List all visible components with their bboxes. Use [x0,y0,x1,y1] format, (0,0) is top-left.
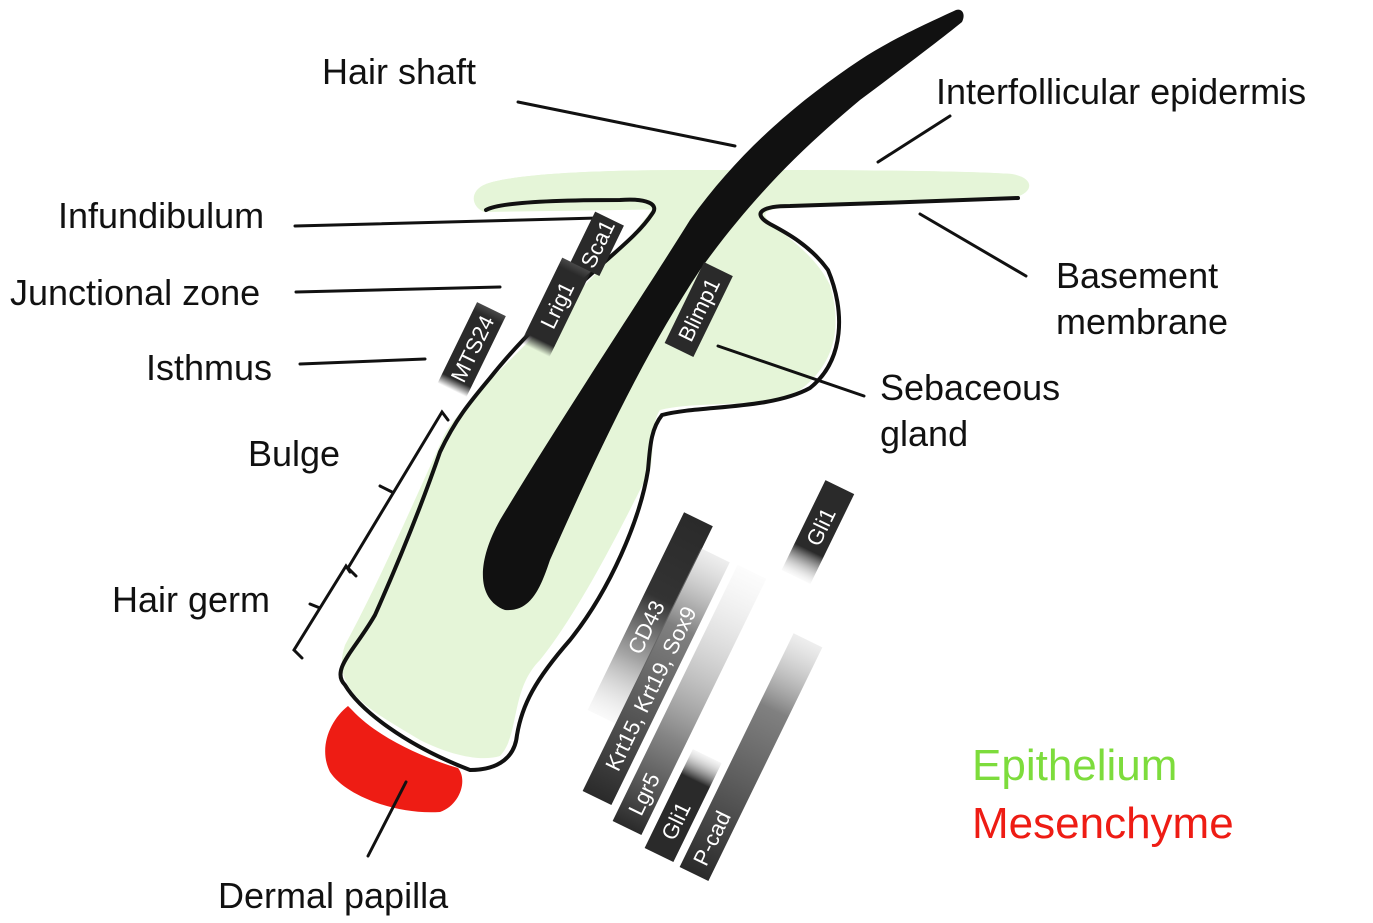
sebaceous-gland-label-line2: gland [880,413,968,454]
isthmus-label: Isthmus [146,347,272,388]
gli1-top-marker: Gli1 [782,480,855,584]
junctional-zone-label: Junctional zone [10,272,260,313]
dermal-papilla-label: Dermal papilla [218,875,449,916]
junctional-zone-leader [296,287,500,292]
legend-mesenchyme: Mesenchyme [972,799,1234,848]
sebaceous-gland-label-line1: Sebaceous [880,367,1060,408]
interfollicular-epidermis-leader [878,116,950,162]
hair-germ-label: Hair germ [112,579,270,620]
basement-membrane-label-line1: Basement [1056,255,1218,296]
hair-shaft-leader [518,102,735,146]
hair-shaft-label: Hair shaft [322,51,476,92]
infundibulum-leader [295,218,598,226]
isthmus-leader [300,359,425,364]
hair-germ-bracket [294,566,350,658]
basement-membrane-leader [920,214,1026,276]
bulge-label: Bulge [248,433,340,474]
basement-membrane-label-line2: membrane [1056,301,1228,342]
legend-epithelium: Epithelium [972,741,1177,790]
infundibulum-label: Infundibulum [58,195,264,236]
interfollicular-epidermis-label: Interfollicular epidermis [936,71,1306,112]
